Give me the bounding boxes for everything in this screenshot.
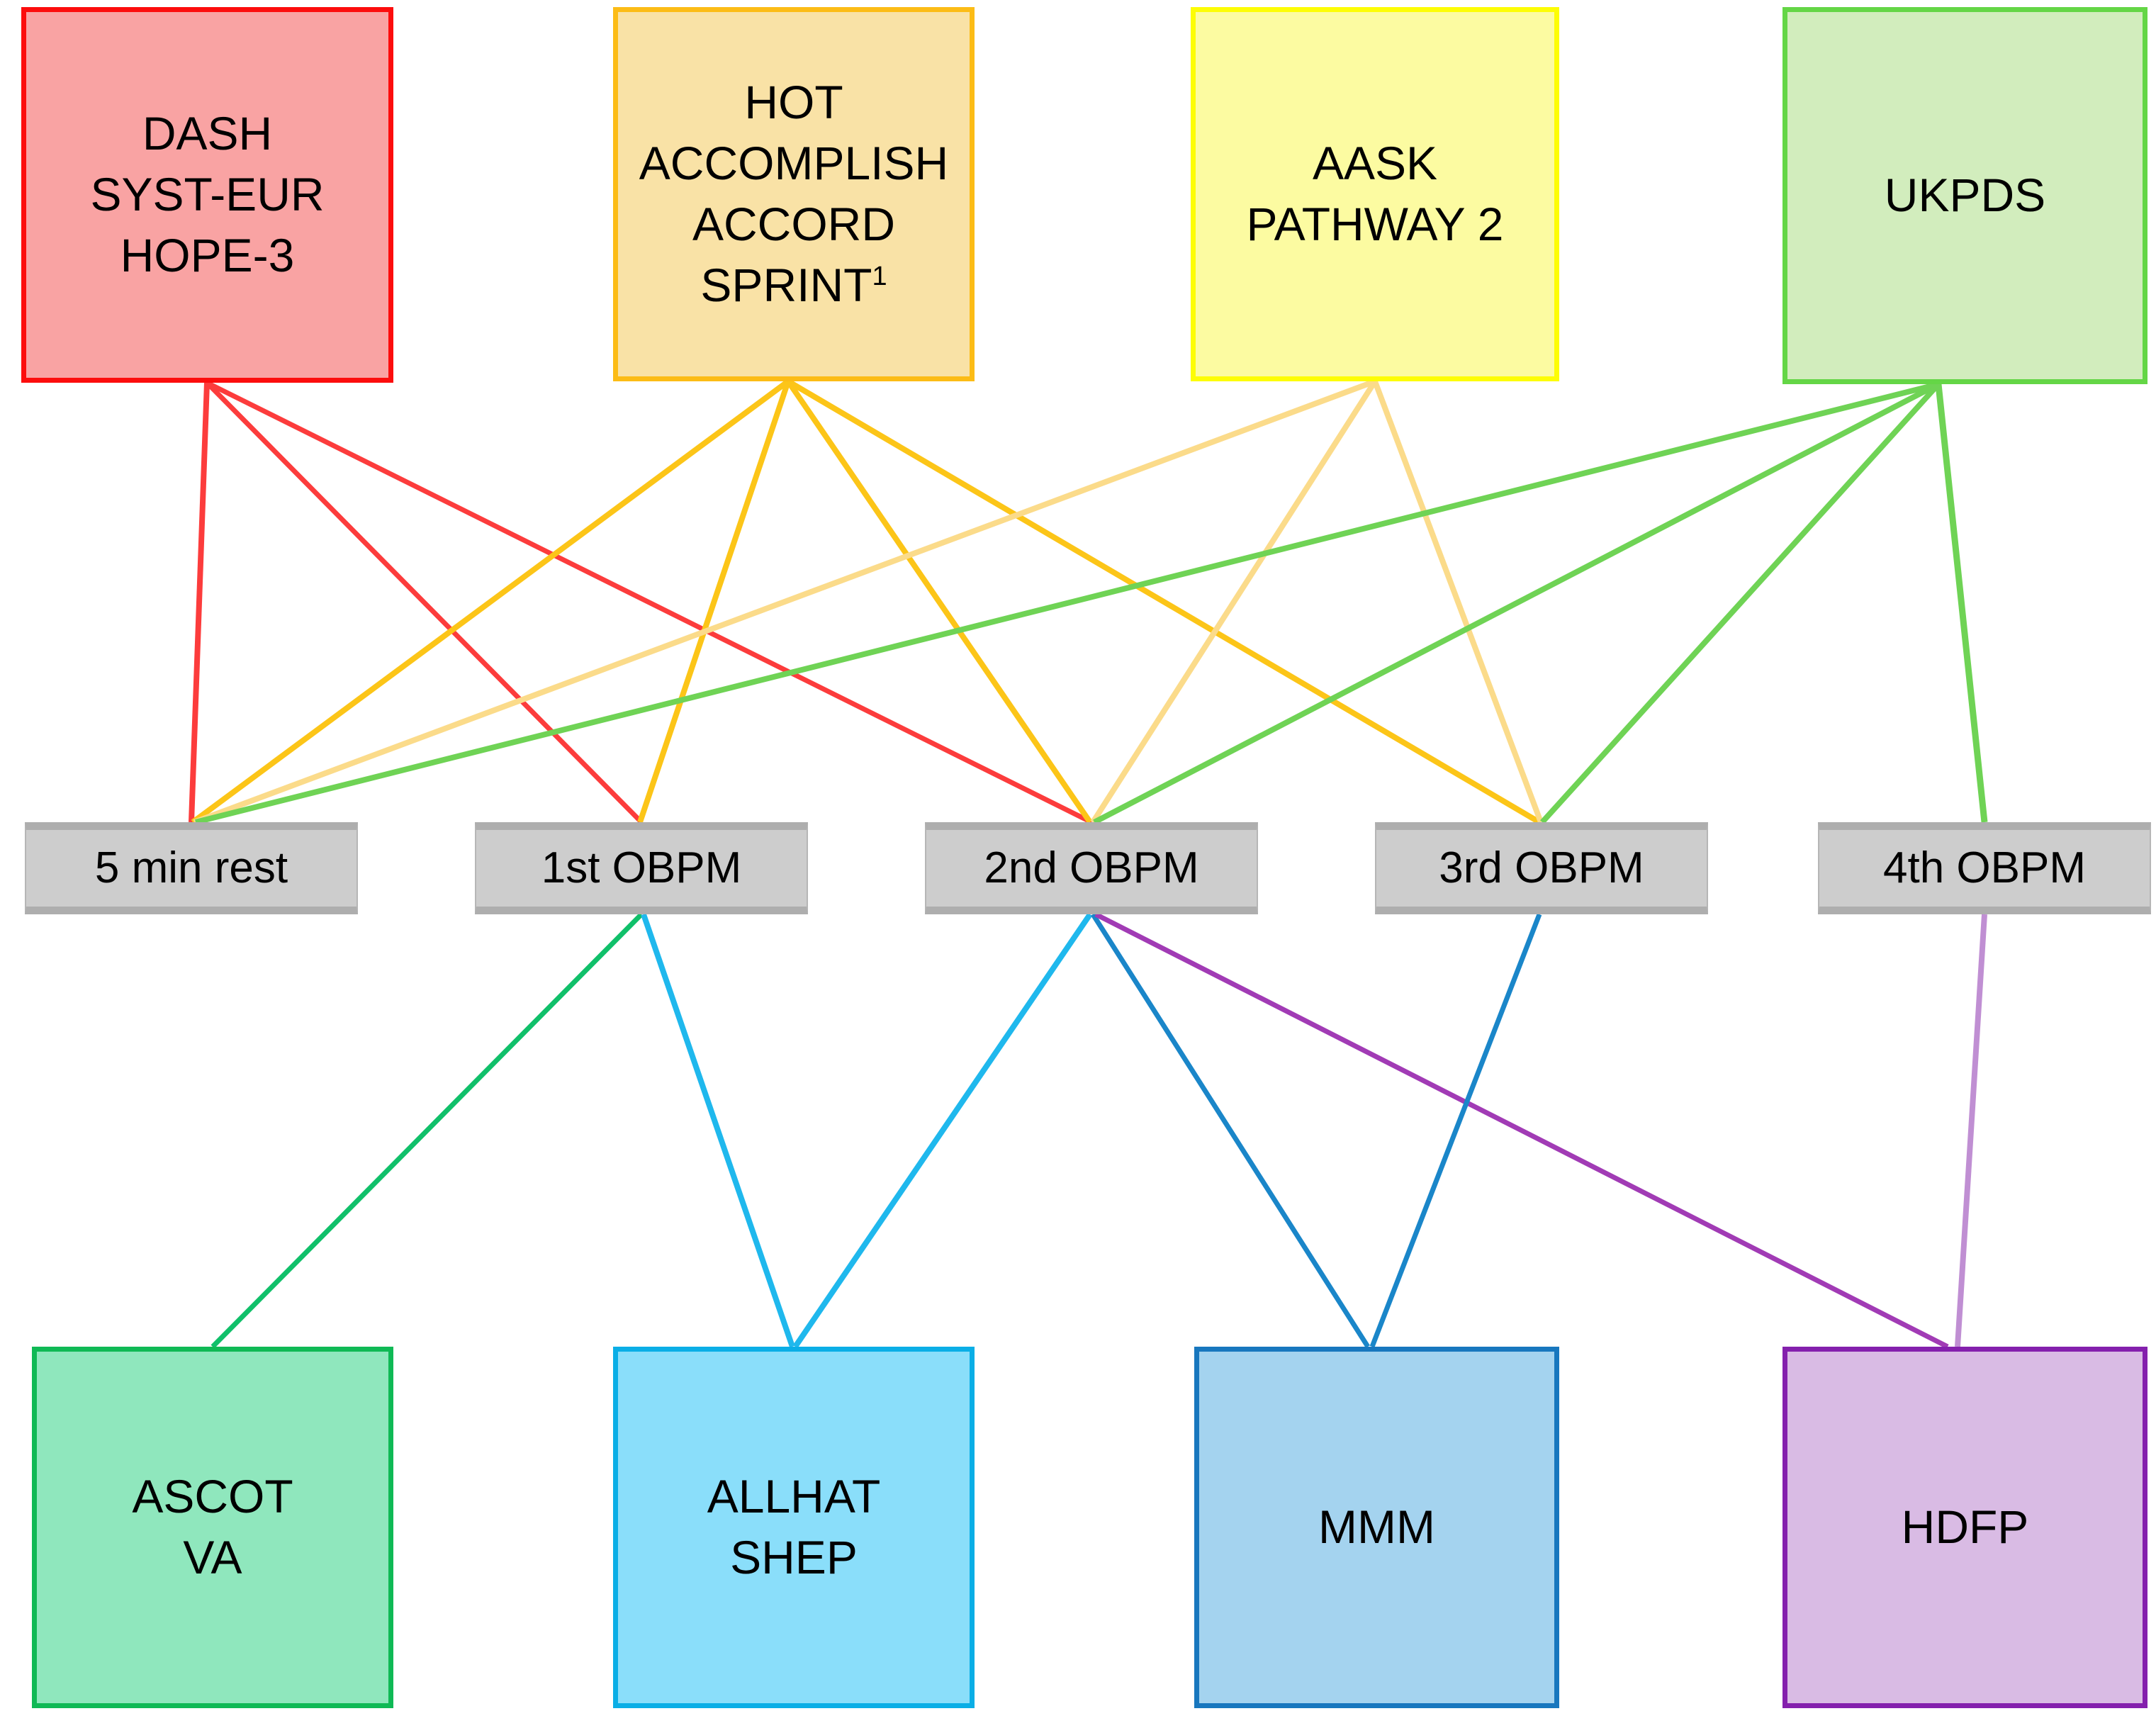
step-box-2nd-obpm[interactable]: 2nd OBPM xyxy=(925,822,1258,914)
trial-label: SYST-EUR xyxy=(90,168,325,221)
edge-hot-to-obpm3 xyxy=(786,378,1542,825)
edge-aask-to-obpm2 xyxy=(1090,379,1378,824)
trial-label: DASH xyxy=(142,107,273,160)
edges-from-dash xyxy=(189,380,1093,825)
trial-label: ASCOT xyxy=(132,1470,293,1523)
trial-box-hot[interactable]: HOT ACCOMPLISH ACCORD SPRINT1 xyxy=(613,7,975,381)
edge-hot-to-obpm1 xyxy=(637,380,791,824)
edges-from-obpm2 xyxy=(792,911,1949,1350)
trial-label: PATHWAY 2 xyxy=(1246,198,1504,250)
step-label: 3rd OBPM xyxy=(1439,843,1644,892)
trial-box-ascot[interactable]: ASCOT VA xyxy=(32,1347,393,1708)
edge-ukpds-to-obpm3 xyxy=(1540,382,1941,824)
trial-label: AASK xyxy=(1312,137,1438,190)
edges-from-aask xyxy=(193,378,1544,825)
edge-obpm1-to-ascot xyxy=(210,912,644,1349)
step-label: 1st OBPM xyxy=(541,843,742,892)
footnote-marker: 1 xyxy=(872,261,887,291)
edge-dash-to-obpm1 xyxy=(205,381,644,824)
edge-obpm1-to-allhat xyxy=(641,913,795,1348)
step-box-3rd-obpm[interactable]: 3rd OBPM xyxy=(1375,822,1708,914)
step-label: 2nd OBPM xyxy=(984,843,1199,892)
edge-obpm3-to-mmm xyxy=(1369,913,1542,1348)
trial-label: ACCORD xyxy=(692,198,895,250)
trial-label: SHEP xyxy=(730,1531,858,1583)
trial-label: HOPE-3 xyxy=(120,228,295,281)
trial-box-hdfp[interactable]: HDFP xyxy=(1782,1347,2147,1708)
edge-obpm2-to-hdfp xyxy=(1094,911,1949,1350)
trial-label: HDFP xyxy=(1901,1500,2029,1554)
edges-from-obpm3 xyxy=(1369,913,1542,1348)
trial-label: ALLHAT xyxy=(707,1470,881,1523)
step-box-5-min-rest[interactable]: 5 min rest xyxy=(25,822,358,914)
edge-dash-to-obpm2 xyxy=(206,380,1093,825)
step-box-1st-obpm[interactable]: 1st OBPM xyxy=(475,822,808,914)
edge-aask-to-rest xyxy=(193,378,1376,825)
trial-label: ACCOMPLISH xyxy=(639,137,949,190)
trial-box-mmm[interactable]: MMM xyxy=(1194,1347,1559,1708)
trial-box-allhat[interactable]: ALLHAT SHEP xyxy=(613,1347,975,1708)
trial-label: UKPDS xyxy=(1884,169,2046,222)
step-label: 4th OBPM xyxy=(1883,843,2086,892)
trial-label: MMM xyxy=(1318,1500,1435,1554)
step-box-4th-obpm[interactable]: 4th OBPM xyxy=(1818,822,2151,914)
edges-from-obpm4 xyxy=(1955,914,1987,1347)
trial-box-aask[interactable]: AASK PATHWAY 2 xyxy=(1191,7,1559,381)
trial-label-with-footnote: SPRINT1 xyxy=(700,255,887,316)
edge-ukpds-to-obpm2 xyxy=(1093,381,1940,825)
edge-obpm2-to-allhat xyxy=(792,912,1093,1349)
edge-ukpds-to-obpm4 xyxy=(1935,383,1988,823)
edge-hot-to-rest xyxy=(191,378,790,825)
edges-from-obpm1 xyxy=(210,912,795,1349)
trial-label: HOT xyxy=(744,76,843,129)
edge-aask-to-obpm3 xyxy=(1372,380,1544,824)
edge-ukpds-to-rest xyxy=(195,381,1939,825)
trial-label: VA xyxy=(183,1531,242,1583)
edges-from-ukpds xyxy=(195,381,1988,825)
edge-obpm2-to-mmm xyxy=(1091,913,1370,1348)
edges-from-hot xyxy=(191,378,1542,825)
edge-dash-to-rest xyxy=(189,382,210,823)
edge-hot-to-obpm2 xyxy=(785,379,1093,824)
step-label: 5 min rest xyxy=(94,843,288,892)
trial-box-dash[interactable]: DASH SYST-EUR HOPE-3 xyxy=(21,7,393,383)
edge-obpm4-to-hdfp xyxy=(1955,914,1987,1347)
trial-label: SPRINT xyxy=(700,258,872,311)
trial-box-ukpds[interactable]: UKPDS xyxy=(1782,7,2147,384)
